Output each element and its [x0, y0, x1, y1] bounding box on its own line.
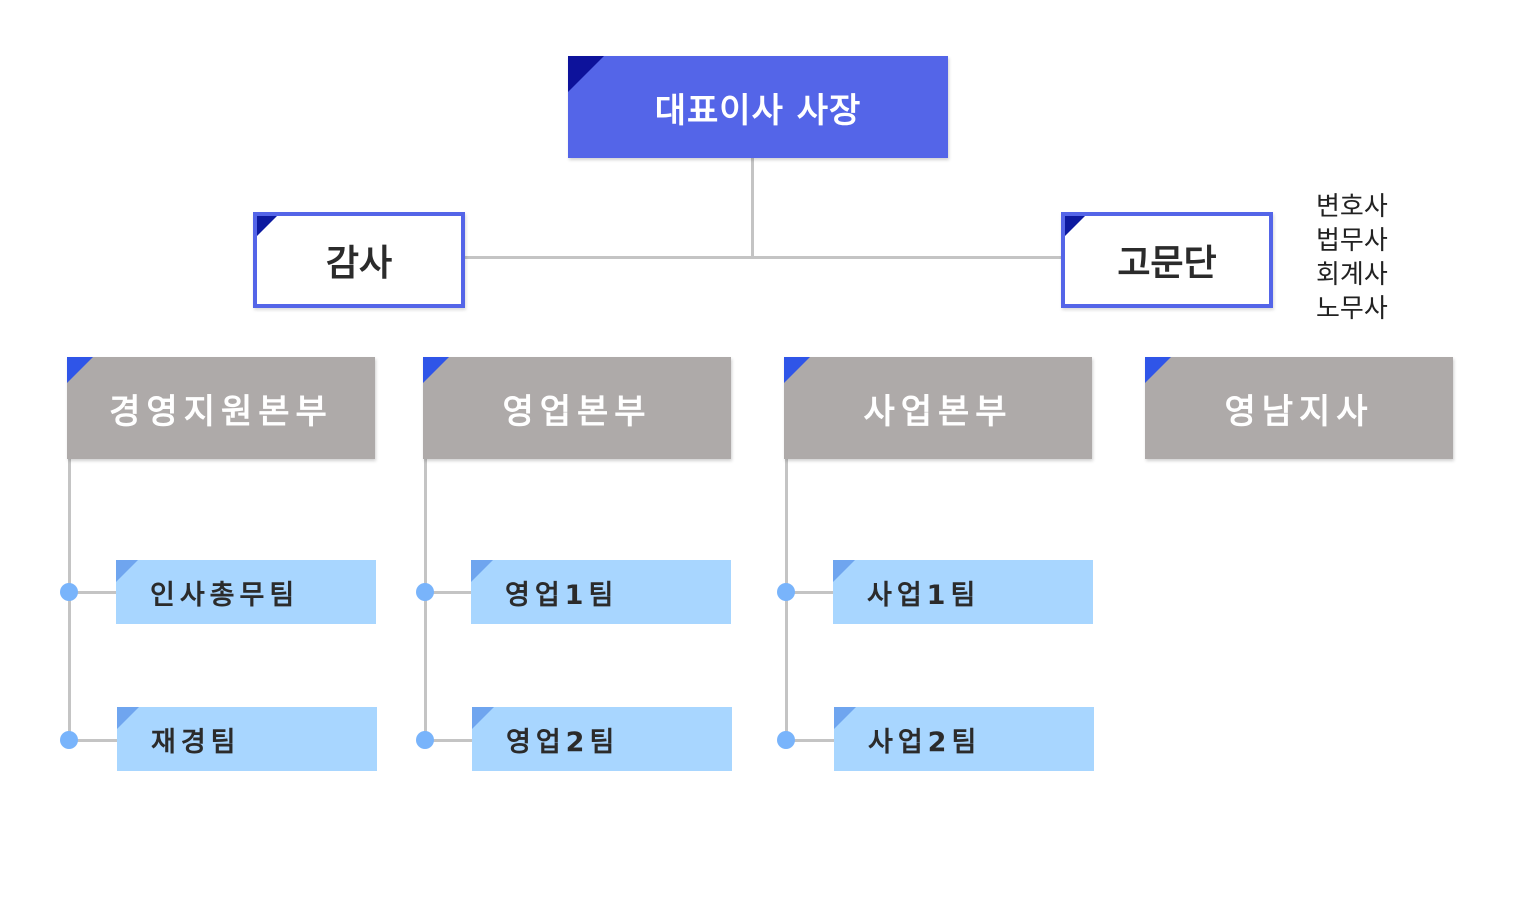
division-corner-accent: [1145, 357, 1171, 383]
team-corner-accent: [472, 707, 494, 729]
advisory-label: 고문단: [1117, 243, 1217, 284]
team-finance: 재경팀: [117, 707, 377, 771]
division-management-support: 경영지원본부: [67, 357, 375, 459]
team-business-1: 사업1팀: [833, 560, 1093, 624]
division-3-branch-1-line: [786, 591, 834, 594]
division-2-branch-1-line: [425, 591, 473, 594]
connector-dot: [777, 583, 795, 601]
audit-label: 감사: [325, 243, 393, 284]
connector-dot: [60, 731, 78, 749]
connector-dot: [416, 731, 434, 749]
advisory-corner-accent: [1065, 216, 1086, 237]
advisory-members-list: 변호사 법무사 회계사 노무사: [1316, 190, 1388, 326]
division-yeongnam-branch: 영남지사: [1145, 357, 1453, 459]
team-label: 사업1팀: [867, 579, 981, 611]
division-label: 영남지사: [1224, 391, 1374, 432]
team-corner-accent: [117, 707, 139, 729]
team-label: 인사총무팀: [150, 579, 300, 611]
connector-dot: [60, 583, 78, 601]
division-label: 경영지원본부: [109, 391, 333, 432]
ceo-label: 대표이사 사장: [654, 90, 862, 131]
team-business-2: 사업2팀: [834, 707, 1094, 771]
advisory-box: 고문단: [1061, 212, 1273, 308]
team-corner-accent: [471, 560, 493, 582]
team-corner-accent: [116, 560, 138, 582]
audit-box: 감사: [253, 212, 465, 308]
division-corner-accent: [423, 357, 449, 383]
connector-dot: [777, 731, 795, 749]
division-1-branch-1-line: [69, 591, 117, 594]
division-business: 사업본부: [784, 357, 1092, 459]
division-1-branch-2-line: [69, 739, 117, 742]
division-corner-accent: [784, 357, 810, 383]
team-label: 영업1팀: [505, 579, 619, 611]
advisory-member: 법무사: [1316, 226, 1388, 256]
ceo-box: 대표이사 사장: [568, 56, 948, 158]
ceo-connector-line: [751, 158, 754, 258]
advisory-member: 변호사: [1316, 192, 1388, 222]
division-3-branch-2-line: [786, 739, 834, 742]
team-corner-accent: [834, 707, 856, 729]
connector-dot: [416, 583, 434, 601]
audit-advisory-connector-line: [464, 256, 1062, 259]
team-hr-general-affairs: 인사총무팀: [116, 560, 376, 624]
team-label: 사업2팀: [868, 726, 982, 758]
division-corner-accent: [67, 357, 93, 383]
team-sales-2: 영업2팀: [472, 707, 732, 771]
division-sales: 영업본부: [423, 357, 731, 459]
team-label: 영업2팀: [506, 726, 620, 758]
advisory-member: 노무사: [1316, 294, 1388, 324]
division-2-branch-2-line: [425, 739, 473, 742]
team-label: 재경팀: [151, 726, 241, 758]
advisory-member: 회계사: [1316, 260, 1388, 290]
ceo-corner-accent: [568, 56, 604, 92]
team-sales-1: 영업1팀: [471, 560, 731, 624]
division-label: 영업본부: [502, 391, 652, 432]
audit-corner-accent: [257, 216, 278, 237]
team-corner-accent: [833, 560, 855, 582]
division-label: 사업본부: [863, 391, 1013, 432]
